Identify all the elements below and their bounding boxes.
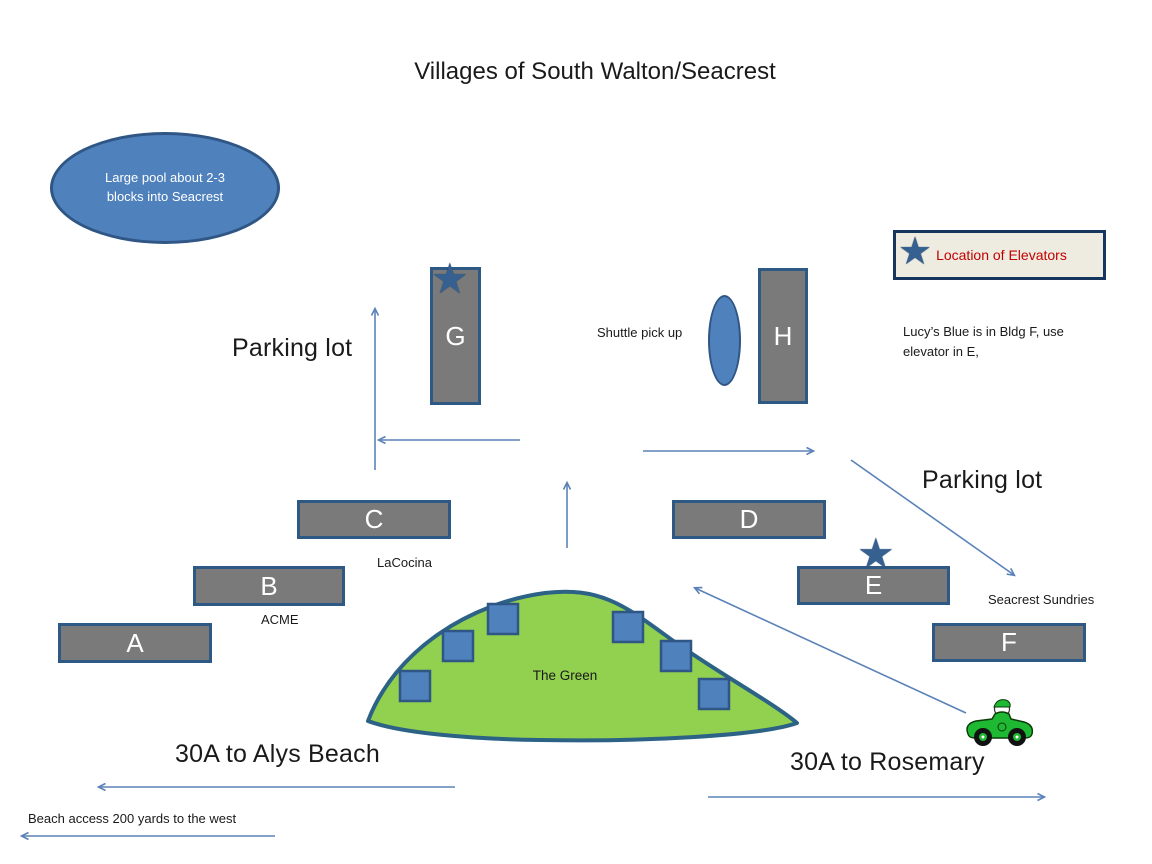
the-green-shape <box>366 589 799 743</box>
shuttle-pickup-ellipse <box>708 295 741 386</box>
parking-lot-left-label: Parking lot <box>232 334 353 362</box>
parking-lot-right-label: Parking lot <box>922 466 1043 494</box>
legend-label: Location of Elevators <box>936 247 1067 263</box>
car-icon <box>966 699 1034 746</box>
road-to-alys-label: 30A to Alys Beach <box>175 740 380 768</box>
star-icon: ★ <box>857 530 895 577</box>
green-square-icon <box>659 639 693 673</box>
elevator-legend: ★ Location of Elevators <box>893 230 1106 280</box>
star-icon: ★ <box>898 231 933 273</box>
road-to-rosemary-label: 30A to Rosemary <box>790 748 985 776</box>
building-e: E <box>797 566 950 605</box>
green-square-icon <box>697 677 731 711</box>
building-d: D <box>672 500 826 539</box>
lacocina-label: LaCocina <box>377 555 432 570</box>
arrow-diagonal-from-car <box>692 586 967 714</box>
green-square-icon <box>441 629 475 663</box>
green-square-icon <box>486 602 520 636</box>
seacrest-sundries-label: Seacrest Sundries <box>988 592 1095 607</box>
star-icon: ★ <box>431 255 469 302</box>
page-title: Villages of South Walton/Seacrest <box>414 58 776 85</box>
building-h: H <box>758 268 808 404</box>
pool-ellipse: Large pool about 2-3 blocks into Seacres… <box>50 132 280 244</box>
arrow-diagonal-parking-right <box>850 459 1016 577</box>
green-square-icon <box>398 669 432 703</box>
the-green-label: The Green <box>532 668 598 683</box>
green-square-icon <box>611 610 645 644</box>
building-f: F <box>932 623 1086 662</box>
green-marker-squares <box>398 602 731 711</box>
building-a: A <box>58 623 212 663</box>
pool-note: Large pool about 2-3 blocks into Seacres… <box>105 170 225 204</box>
building-b: B <box>193 566 345 606</box>
lucys-note: Lucy’s Blue is in Bldg F, use elevator i… <box>903 324 1064 360</box>
building-g: G <box>430 267 481 405</box>
beach-access-label: Beach access 200 yards to the west <box>28 811 237 826</box>
shuttle-pickup-label: Shuttle pick up <box>597 325 683 340</box>
building-c: C <box>297 500 451 539</box>
acme-label: ACME <box>261 612 299 627</box>
